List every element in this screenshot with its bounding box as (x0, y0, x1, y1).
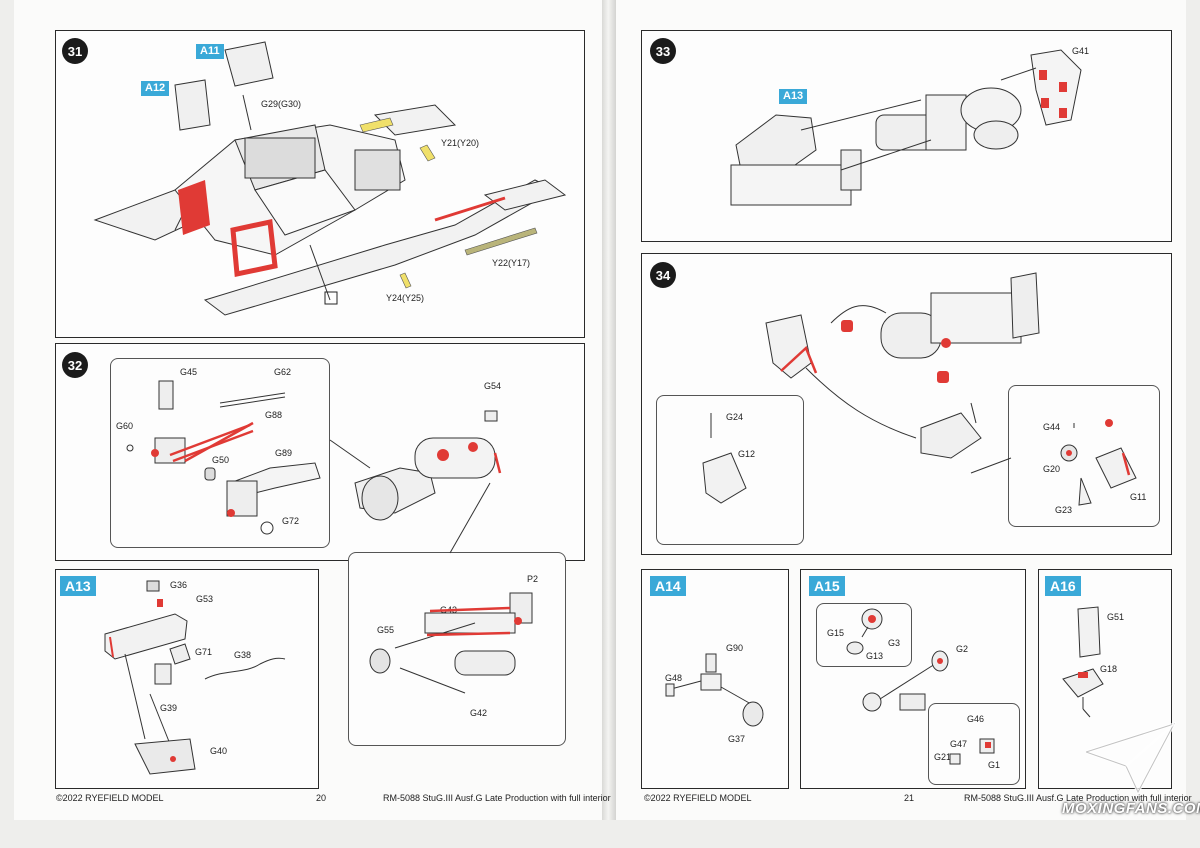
recoil-guard-drawing (702, 272, 1137, 506)
step-32-badge: 32 (62, 352, 88, 378)
label-g51: G51 (1107, 612, 1125, 622)
site-watermark: MOXINGFANS.COM (1062, 800, 1200, 817)
label-g60: G60 (116, 421, 134, 431)
label-g2: G2 (956, 644, 969, 654)
periscope-mount-drawing (665, 653, 764, 727)
label-g54: G54 (484, 381, 502, 391)
label-g18: G18 (1100, 664, 1118, 674)
label-g46: G46 (967, 714, 985, 724)
a16-subassembly-panel (1038, 569, 1172, 789)
tag-a16: A16 (1045, 576, 1081, 596)
label-g72: G72 (282, 516, 300, 526)
gun-sight-mount-drawing (104, 580, 286, 775)
label-g45: G45 (180, 367, 198, 377)
label-g3: G3 (888, 638, 901, 648)
seat-drawing (1062, 606, 1104, 718)
footer-right-page-number: 21 (904, 793, 915, 803)
label-g20: G20 (1043, 464, 1061, 474)
hull-superstructure-drawing (93, 41, 567, 316)
label-p2: P2 (527, 574, 539, 584)
label-g88: G88 (265, 410, 283, 420)
step-31-badge: 31 (62, 38, 88, 64)
label-g41: G41 (1072, 46, 1090, 56)
label-g38: G38 (234, 650, 252, 660)
label-g71: G71 (195, 647, 213, 657)
label-g89: G89 (275, 448, 293, 458)
label-g12: G12 (738, 449, 756, 459)
label-g48: G48 (665, 673, 683, 683)
gun-mount-assembly-drawing (730, 49, 1082, 206)
a15-lower-detail-box (928, 703, 1020, 785)
paper-plane-watermark-icon (1086, 722, 1176, 794)
step-32-breech-detail-box (348, 552, 566, 746)
page-gutter (602, 0, 616, 820)
tag-a15: A15 (809, 576, 845, 596)
tag-a13-left: A13 (60, 576, 96, 596)
label-g15: G15 (827, 628, 845, 638)
label-y24: Y24(Y25) (386, 293, 425, 303)
label-g13: G13 (866, 651, 884, 661)
label-g39: G39 (160, 703, 178, 713)
hatch-handle-drawing (846, 608, 995, 765)
gun-breech-drawing (126, 380, 533, 694)
label-g42: G42 (470, 708, 488, 718)
step-33-badge: 33 (650, 38, 676, 64)
tag-a12: A12 (141, 81, 170, 96)
label-g36: G36 (170, 580, 188, 590)
label-g21: G21 (934, 752, 952, 762)
label-y22: Y22(Y17) (492, 258, 531, 268)
label-g37: G37 (728, 734, 746, 744)
step-32-detail-box (110, 358, 330, 548)
label-g1: G1 (988, 760, 1001, 770)
label-g55: G55 (377, 625, 395, 635)
tag-a13-step33: A13 (779, 89, 808, 104)
footer-right-title: RM-5088 StuG.III Ausf.G Late Production … (964, 793, 1192, 803)
footer-left-title: RM-5088 StuG.III Ausf.G Late Production … (383, 793, 611, 803)
tag-a11: A11 (196, 44, 224, 59)
label-g24: G24 (726, 412, 744, 422)
label-g53: G53 (196, 594, 214, 604)
footer-left-copyright: ©2022 RYEFIELD MODEL (56, 793, 164, 803)
label-g40: G40 (210, 746, 228, 756)
label-y21: Y21(Y20) (441, 138, 480, 148)
step-34-badge: 34 (650, 262, 676, 288)
label-g50: G50 (212, 455, 230, 465)
label-g23: G23 (1055, 505, 1073, 515)
tag-a14: A14 (650, 576, 686, 596)
label-g90: G90 (726, 643, 744, 653)
label-g44: G44 (1043, 422, 1061, 432)
label-g11: G11 (1130, 492, 1147, 502)
footer-left-page-number: 20 (316, 793, 327, 803)
footer-right-copyright: ©2022 RYEFIELD MODEL (644, 793, 752, 803)
label-g62: G62 (274, 367, 292, 377)
label-g29: G29(G30) (261, 99, 302, 109)
label-g47: G47 (950, 739, 968, 749)
